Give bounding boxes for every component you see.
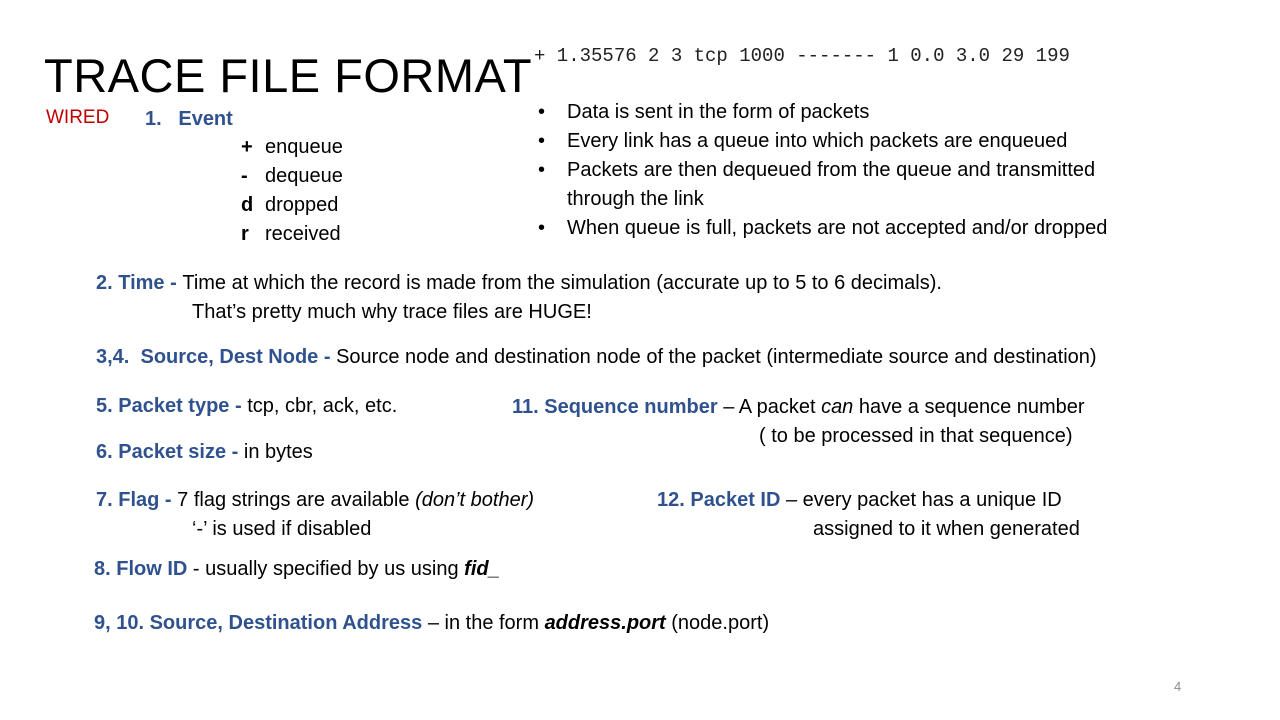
address-code: address.port [544,612,666,634]
packet-id-note: assigned to it when generated [813,518,1080,540]
bullet-item: Data is sent in the form of packets [536,98,1196,127]
packet-size-separator: - [226,441,244,463]
time-description: Time at which the record is made from th… [182,272,942,294]
flow-id-code: fid_ [464,558,500,580]
flag-label: 7. Flag [96,489,160,511]
event-label: received [265,223,341,245]
packet-type-label: 5. Packet type [96,395,230,417]
event-symbol: d [241,194,254,216]
event-item-dequeue: -dequeue [241,165,343,188]
flow-id-description: usually specified by us using [205,558,465,580]
packet-type-separator: - [229,395,248,417]
sequence-number-note: ( to be processed in that sequence) [759,425,1073,447]
event-symbol: + [241,136,253,158]
flag-aside: (don’t bother) [415,489,535,511]
flow-id-label: 8. Flow ID [94,558,188,580]
address-suffix: (node.port) [665,612,770,634]
event-item-received: r received [241,223,341,246]
address-field: 9, 10. Source, Destination Address – in … [94,611,769,635]
node-separator: - [318,346,337,368]
flow-id-field: 8. Flow ID - usually specified by us usi… [94,557,500,581]
packet-size-description: in bytes [243,441,313,463]
flag-separator: - [159,489,178,511]
wired-tag: WIRED [46,107,110,128]
bullet-item: When queue is full, packets are not acce… [536,214,1196,243]
flag-description: 7 flag strings are available [177,489,416,511]
time-field: 2. Time - Time at which the record is ma… [96,271,942,295]
bullet-list: Data is sent in the form of packets Ever… [536,98,1196,243]
node-field: 3,4. Source, Dest Node - Source node and… [96,345,1097,369]
packet-size-field: 6. Packet size - in bytes [96,440,313,464]
packet-id-field: 12. Packet ID – every packet has a uniqu… [657,488,1062,512]
sequence-number-emphasis: can [821,396,854,418]
packet-id-separator: – [780,489,803,511]
node-description: Source node and destination node of the … [336,346,1097,368]
sequence-number-field: 11. Sequence number – A packet can have … [512,395,1085,419]
event-label: dropped [265,194,339,216]
flag-field: 7. Flag - 7 flag strings are available (… [96,488,534,512]
sequence-number-text-end: have a sequence number [853,396,1085,418]
sequence-number-label: 11. Sequence number [512,396,718,418]
event-item-dropped: d dropped [241,194,338,217]
sequence-number-separator: – [717,396,739,418]
event-label: dequeue [265,165,343,187]
trace-line-sample: + 1.35576 2 3 tcp 1000 ------- 1 0.0 3.0… [534,45,1070,67]
address-separator: – [422,612,445,634]
address-description: in the form [444,612,545,634]
event-item-enqueue: + enqueue [241,136,343,159]
packet-id-label: 12. Packet ID [657,489,781,511]
event-label: enqueue [265,136,343,158]
packet-id-description: every packet has a unique ID [802,489,1062,511]
page-number: 4 [1174,679,1182,694]
event-heading: 1. Event [145,108,233,130]
event-symbol: r [241,223,249,245]
bullet-item: Packets are then dequeued from the queue… [536,156,1167,214]
flow-id-separator: - [187,558,206,580]
packet-type-field: 5. Packet type - tcp, cbr, ack, etc. [96,394,397,418]
sequence-number-text: A packet [738,396,822,418]
packet-type-description: tcp, cbr, ack, etc. [247,395,398,417]
time-separator: - [164,272,183,294]
packet-size-label: 6. Packet size [96,441,227,463]
time-note: That’s pretty much why trace files are H… [192,301,592,323]
event-symbol: - [241,165,248,187]
time-label: 2. Time [96,272,165,294]
node-label: 3,4. Source, Dest Node [96,346,319,368]
bullet-item: Every link has a queue into which packet… [536,127,1196,156]
slide-title: TRACE FILE FORMAT [44,49,533,102]
flag-note: ‘-’ is used if disabled [192,518,372,540]
address-label: 9, 10. Source, Destination Address [94,612,423,634]
